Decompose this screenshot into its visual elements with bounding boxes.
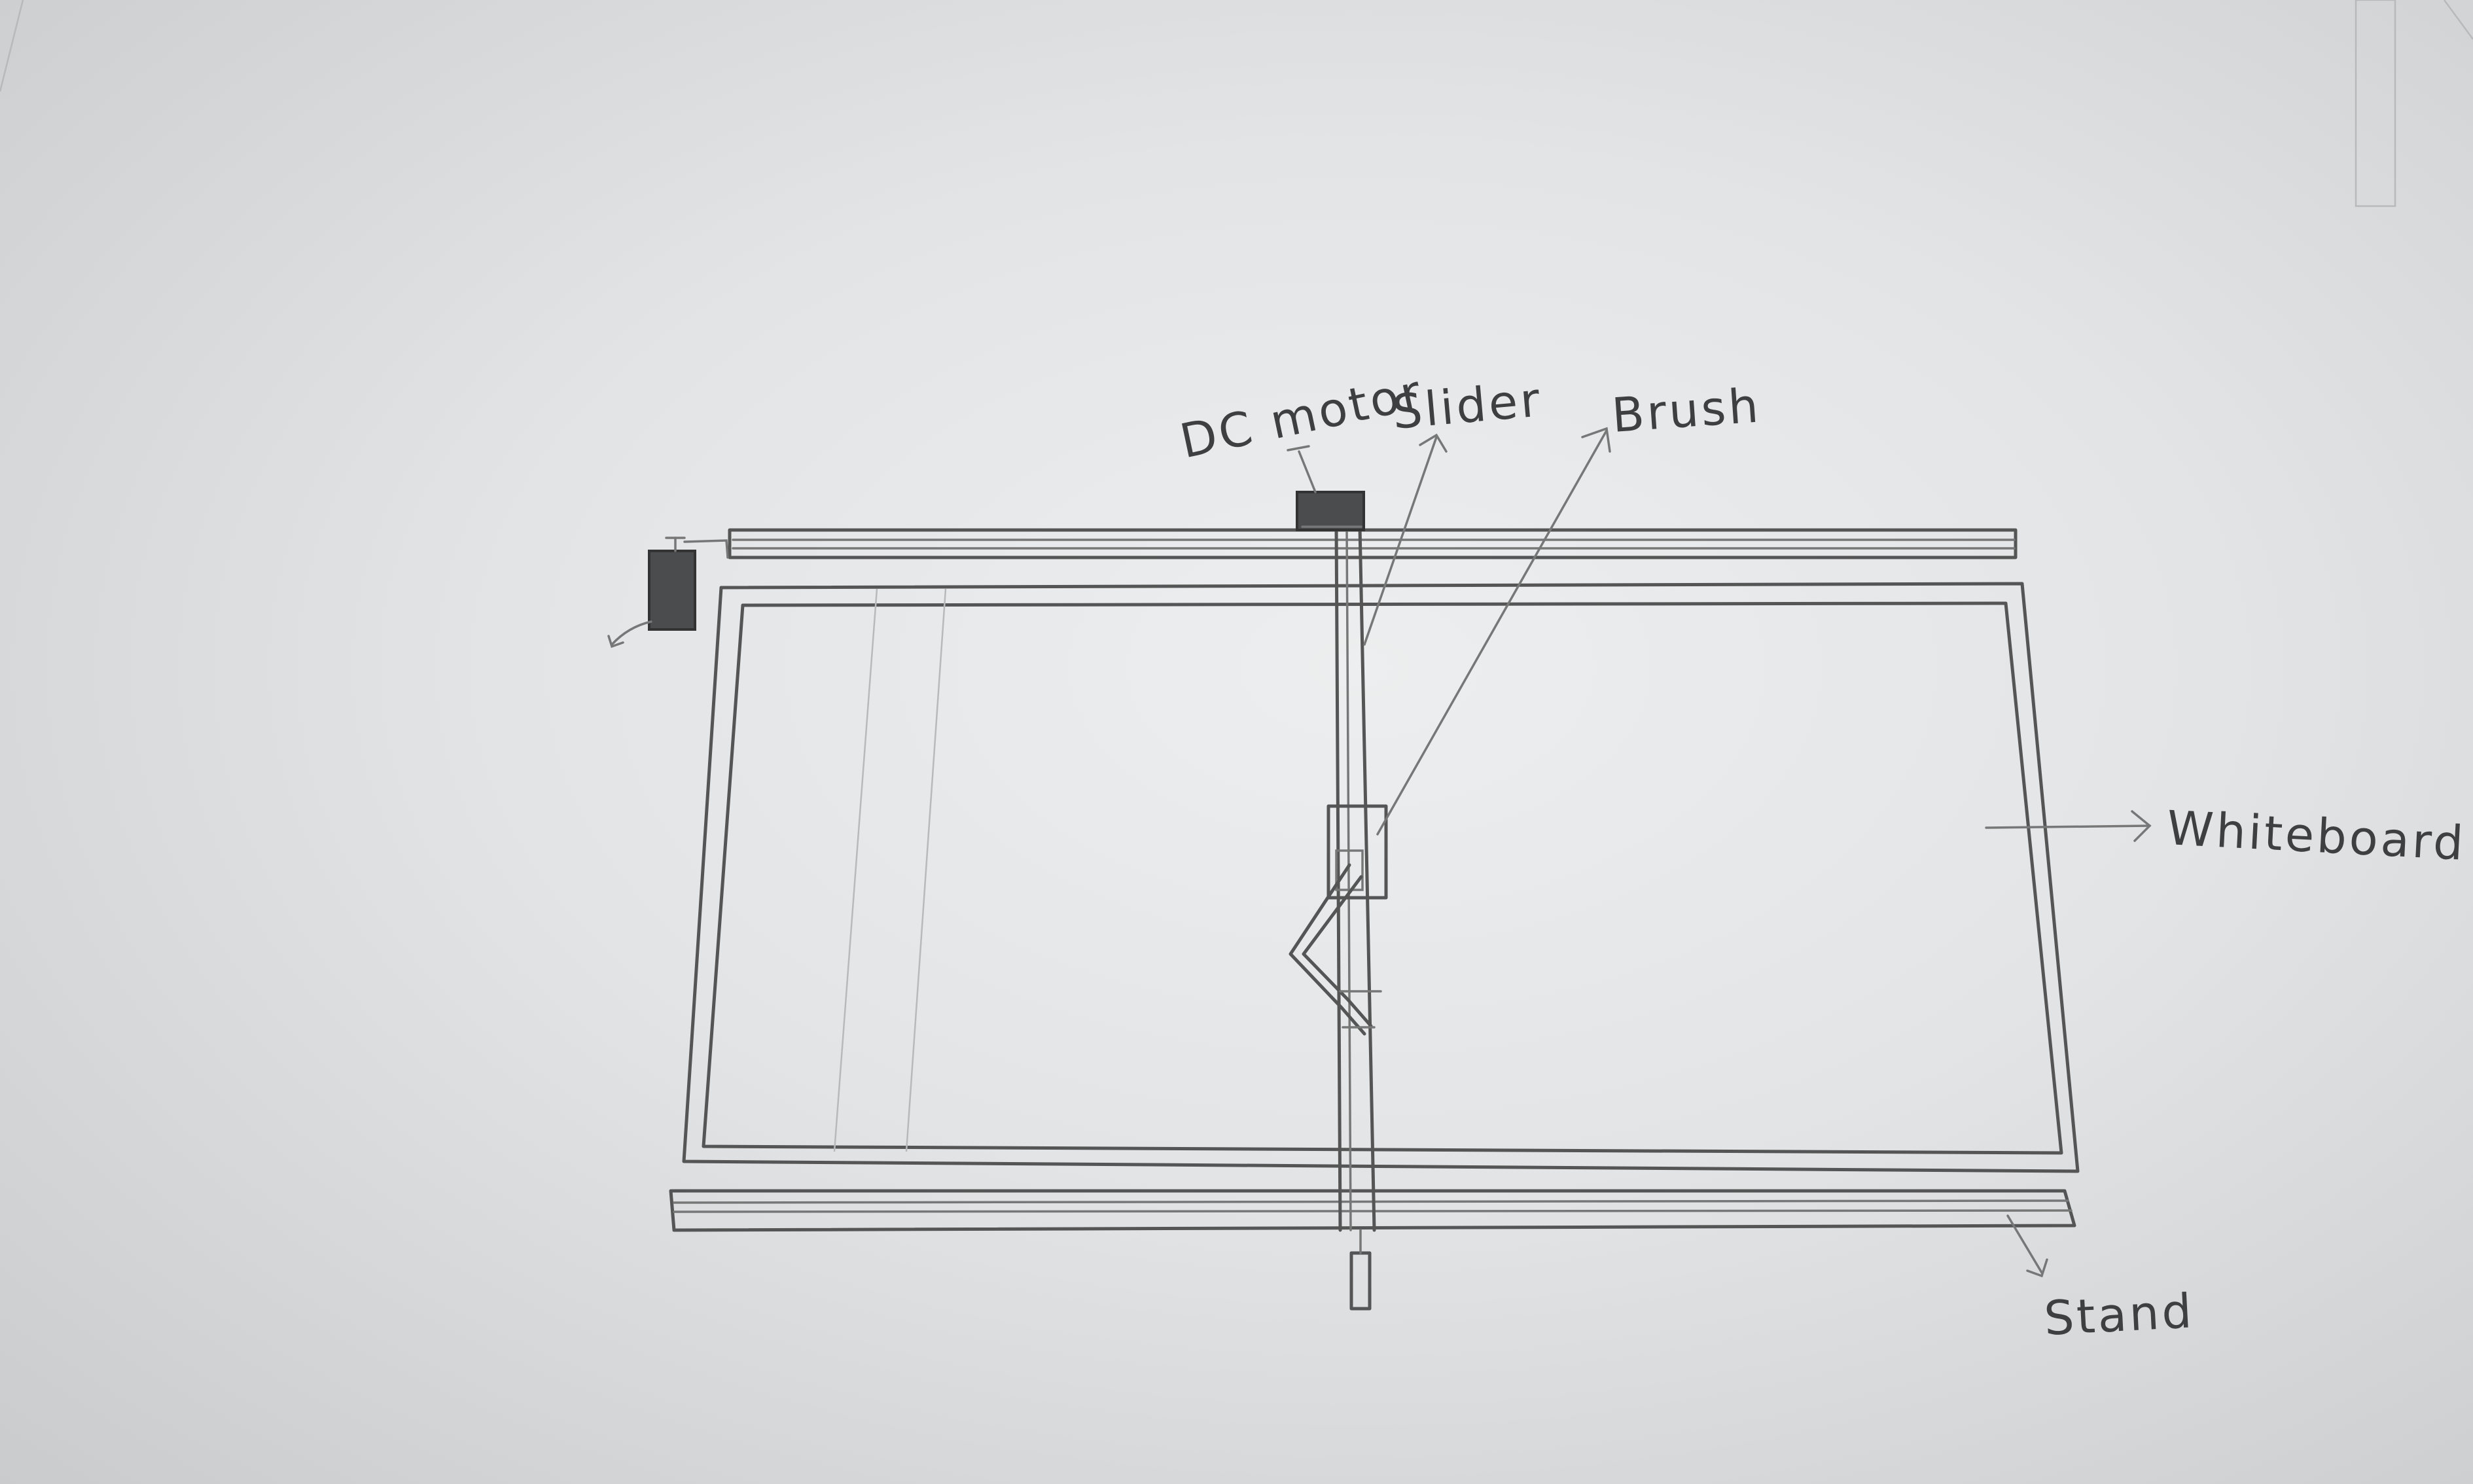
- whiteboard-frame: [684, 584, 2078, 1171]
- paper-edge-lines: [0, 0, 2473, 206]
- top-rail: [730, 530, 2016, 557]
- brush-label: Brush: [1610, 378, 1762, 443]
- stand-label: Stand: [2042, 1283, 2195, 1346]
- board-guide-lines: [834, 589, 946, 1152]
- battery-block: [609, 538, 728, 646]
- dc-motor-label: DC motor: [1175, 364, 1428, 468]
- dc-motor-block: [1297, 492, 1364, 530]
- whiteboard-label: Whiteboard: [2165, 800, 2467, 871]
